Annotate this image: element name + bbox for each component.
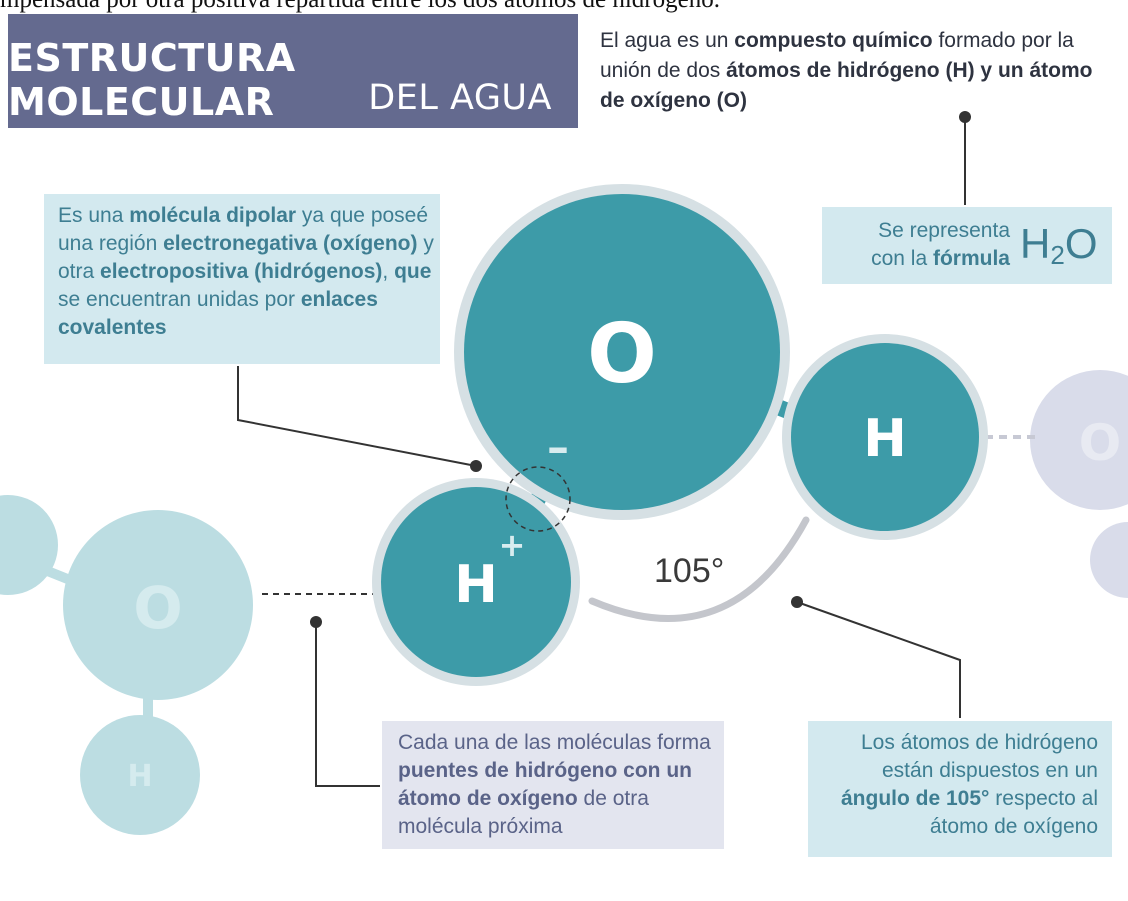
dipolar-b4: que [394,260,432,283]
dipolar-s4: , [382,260,395,283]
neighbor-molecule-left: O H [0,495,253,835]
hydrogen-right-label: H [863,409,907,469]
dipolar-connector-dot [470,460,482,472]
angle-connector [796,601,961,718]
bridges-s1: Cada una de las moléculas forma [398,731,711,754]
intro-text: El agua es un compuesto químico formado … [600,26,1120,116]
angle-b1: ángulo de 105° [841,787,990,810]
formula-connector-dot [959,111,971,123]
faded-oxygen-right-label: O [1079,414,1122,472]
negative-charge-sign: – [547,422,569,473]
formula-symbol-h: H [1020,220,1051,267]
faded-hydrogen-right [1090,522,1128,598]
intro-bold-1: compuesto químico [734,29,933,52]
dipolar-s2: ya que poseé una región [58,204,429,255]
formula-box: Se representa con la fórmula H2O [822,207,1112,284]
formula-text: Se representa con la fórmula [838,217,1010,273]
faded-hydrogen-bottom-left-label: H [127,759,152,794]
title-line-2: DEL AGUA [368,78,552,118]
bridges-b1: puentes de hidrógeno con un átomo de oxí… [398,759,692,810]
formula-text-bold: fórmula [932,247,1010,270]
hydrogen-atom-left [381,487,571,677]
formula-text-2: con la [871,247,933,270]
bridges-s2: de otra molécula próxima [398,787,649,838]
faded-oxygen-right [1030,370,1128,510]
faded-oxygen-left-label: O [133,574,182,642]
formula-text-1: Se representa [878,219,1010,242]
neighbor-molecule-right: O [1030,370,1128,598]
intro-text-2: formado por la unión de dos [600,29,1074,82]
formula-symbol: H2O [1020,221,1097,278]
angle-value-label: 105° [654,552,725,590]
oxygen-atom-label: O [587,307,657,402]
angle-info-box: Los átomos de hidrógeno están dispuestos… [808,721,1112,857]
intro-text-1: El agua es un [600,29,735,52]
angle-arc [588,516,810,622]
bridges-connector-dot [310,616,322,628]
dipolar-info-box: Es una molécula dipolar ya que poseé una… [44,194,440,364]
dipolar-s1: Es una [58,204,130,227]
angle-s2: respecto al átomo de oxígeno [929,787,1098,838]
formula-symbol-sub: 2 [1050,240,1065,270]
oxygen-atom [464,194,780,510]
formula-symbol-o: O [1064,220,1098,267]
dipolar-b1: molécula dipolar [129,204,297,227]
positive-charge-sign: + [499,526,526,564]
faded-hydrogen-bottom-left [80,715,200,835]
dipolar-b2: electronegativa (oxígeno) [163,232,418,255]
dipolar-b5: enlaces covalentes [58,288,378,339]
dipolar-connector [237,366,477,467]
hydrogen-atom-right [791,343,979,531]
hydrogen-left-label: H [454,555,498,615]
intro-bold-2: átomos de hidrógeno (H) y un átomo de ox… [600,59,1093,112]
top-caption: mpensada por otra positiva repartida ent… [0,0,1128,14]
faded-hydrogen-top-left [0,495,58,595]
dipolar-b3: electropositiva (hidrógenos) [100,260,383,283]
angle-connector-dot [791,596,803,608]
bridges-connector [315,622,380,787]
hydrogen-bridges-box: Cada una de las moléculas forma puentes … [382,721,724,849]
bond-highlight-circle [505,466,571,532]
dipolar-s3: y otra [58,232,434,283]
title-line-1: ESTRUCTURA MOLECULAR [8,36,296,124]
angle-s1: Los átomos de hidrógeno están dispuestos… [861,731,1098,782]
dipolar-s5: se encuentran unidas por [58,288,301,311]
faded-oxygen-left [63,510,253,700]
title-banner: ESTRUCTURA MOLECULAR DEL AGUA [8,14,578,128]
